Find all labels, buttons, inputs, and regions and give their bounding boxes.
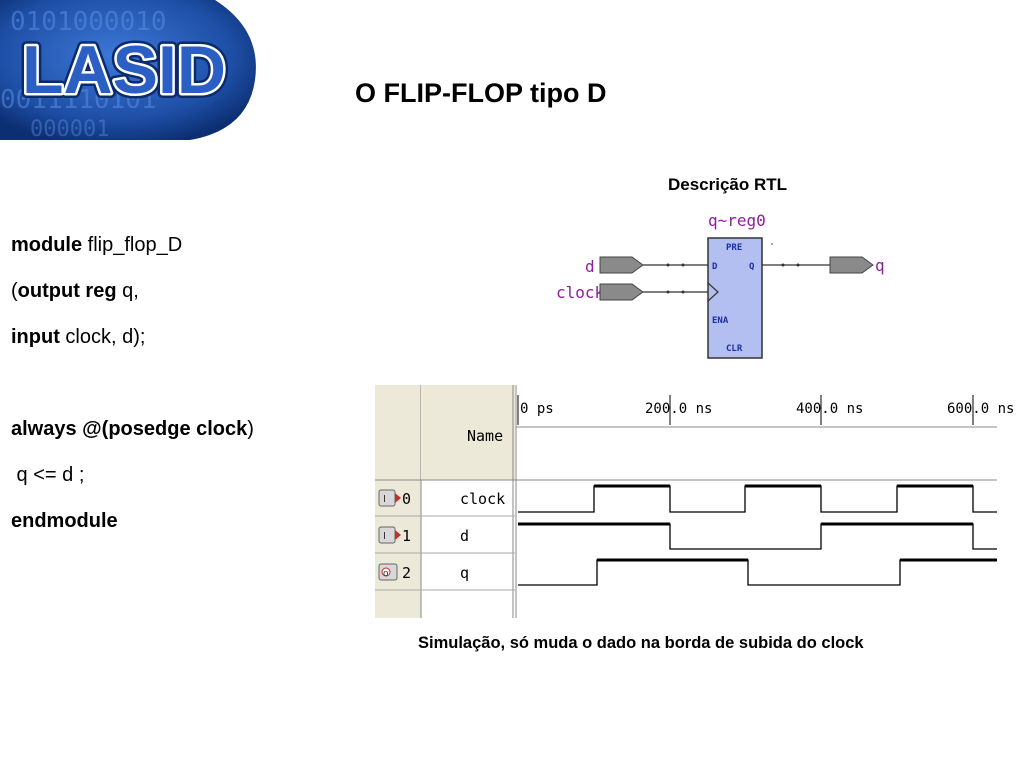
logo-text-outline: LASID xyxy=(22,32,226,108)
logo-bits-2: 0011110101 xyxy=(0,85,157,115)
logo-bits-1: 0101000010 xyxy=(10,7,167,37)
svg-text:I: I xyxy=(383,494,386,505)
assignment: q <= d ; xyxy=(11,464,85,486)
input-pin-clock xyxy=(599,283,644,301)
pin-pre: PRE xyxy=(726,243,742,253)
open-paren: ( xyxy=(11,280,18,302)
name-column-header: Name xyxy=(467,427,503,445)
waveform-d xyxy=(518,523,997,550)
pin-clr: CLR xyxy=(726,344,743,354)
signal-index-0: 0 xyxy=(402,490,411,508)
logo-text-rim: LASID xyxy=(22,32,226,108)
slide-title: O FLIP-FLOP tipo D xyxy=(355,78,607,108)
keyword-always: always @(posedge clock xyxy=(11,418,248,440)
rtl-schematic: q~reg0 d clock PRE D Q ENA CLR q xyxy=(556,211,885,359)
output-port: q, xyxy=(116,280,139,302)
keyword-input: input xyxy=(11,326,60,348)
code-line-input: input clock, d); xyxy=(11,314,254,360)
input-label-clock: clock xyxy=(556,283,605,302)
time-axis: 0 ps 200.0 ns 400.0 ns 600.0 ns xyxy=(517,395,1014,425)
module-name: flip_flop_D xyxy=(82,234,183,256)
time-label-0: 0 ps xyxy=(520,401,554,417)
verilog-code: module flip_flop_D (output reg q, input … xyxy=(11,222,254,544)
signal-icon-2: o xyxy=(378,563,398,581)
signal-name-1: d xyxy=(460,527,469,545)
input-ports: clock, d); xyxy=(59,326,146,348)
signal-name-2: q xyxy=(460,564,469,582)
signal-index-2: 2 xyxy=(402,564,411,582)
code-line-assign: q <= d ; xyxy=(11,452,254,498)
input-label-d: d xyxy=(585,257,595,276)
time-label-2: 400.0 ns xyxy=(796,401,863,417)
code-line-endmodule: endmodule xyxy=(11,498,254,544)
logo-bits-3: 000001 xyxy=(30,117,109,142)
output-pin-q xyxy=(829,256,874,274)
output-label-q: q xyxy=(875,256,885,275)
signal-icon-1: I xyxy=(378,526,401,544)
lasid-logo: 0101000010 0011110101 000001 LASID LASID… xyxy=(0,0,256,142)
waveform-q xyxy=(518,559,997,586)
code-line-module: module flip_flop_D xyxy=(11,222,254,268)
signal-index-1: 1 xyxy=(402,527,411,545)
pin-q: Q xyxy=(749,262,755,272)
code-line-always: always @(posedge clock) xyxy=(11,406,254,452)
pin-ena: ENA xyxy=(712,316,729,326)
signal-name-0: clock xyxy=(460,490,505,508)
svg-text:o: o xyxy=(383,569,389,579)
keyword-module: module xyxy=(11,234,83,256)
code-line-blank xyxy=(11,360,254,406)
rtl-caption: Descrição RTL xyxy=(668,175,788,194)
input-pin-d xyxy=(599,256,644,274)
register-name: q~reg0 xyxy=(708,211,766,230)
svg-text:I: I xyxy=(383,531,386,542)
time-label-1: 200.0 ns xyxy=(645,401,712,417)
close-paren: ) xyxy=(247,418,254,440)
code-line-output: (output reg q, xyxy=(11,268,254,314)
keyword-endmodule: endmodule xyxy=(11,510,118,532)
signal-icon-0: I xyxy=(378,489,401,507)
waveform-viewer: Name 0 ps 200.0 ns 400.0 ns 600.0 ns I 0… xyxy=(375,385,1014,618)
keyword-output-reg: output reg xyxy=(17,280,117,302)
logo-text: LASID xyxy=(22,32,226,108)
simulation-caption: Simulação, só muda o dado na borda de su… xyxy=(418,634,864,652)
dff-block xyxy=(707,237,763,359)
time-label-3: 600.0 ns xyxy=(947,401,1014,417)
pin-d: D xyxy=(712,262,718,272)
